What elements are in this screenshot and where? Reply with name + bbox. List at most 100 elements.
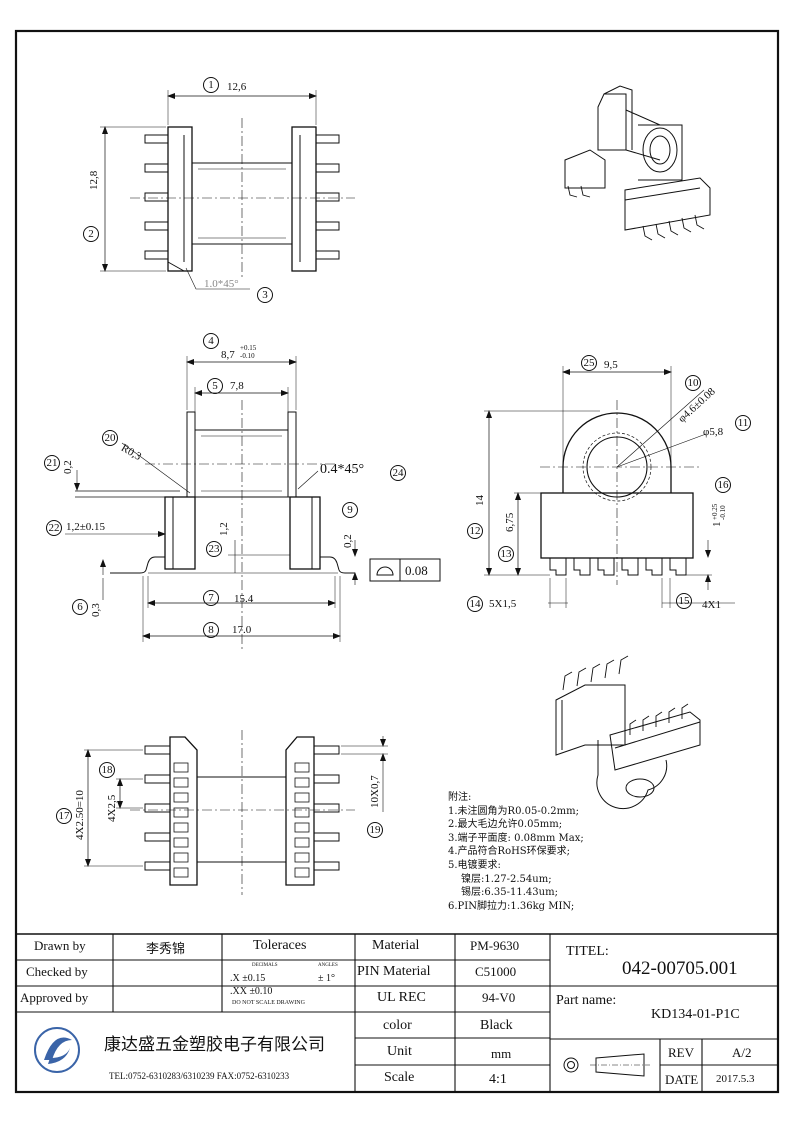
dim-1-2-tol: 1,2±0.15 [66, 521, 106, 533]
company-name: 康达盛五金塑胶电子有限公司 [104, 1035, 325, 1055]
titel-value: 042-00705.001 [622, 958, 738, 979]
approved-by-label: Approved by [20, 990, 89, 1005]
balloon-19: 19 [367, 822, 383, 838]
balloon-22: 22 [46, 520, 62, 536]
unit-label: Unit [387, 1044, 412, 1059]
scale-value: 4:1 [489, 1072, 507, 1087]
dim-0-2-right: 0,2 [342, 534, 354, 548]
projection-symbol-icon [563, 1053, 650, 1077]
rev-value: A/2 [732, 1045, 752, 1060]
do-not-scale: DO NOT SCALE DRAWING [232, 1000, 305, 1006]
balloon-23: 23 [206, 541, 222, 557]
tol-angle: ± 1° [318, 973, 335, 984]
dim-16-tol-plus: +0.25 [711, 503, 719, 520]
dim-7-8: 7,8 [230, 380, 244, 392]
note-6: 6.PIN脚拉力:1.36kg MIN; [448, 900, 575, 912]
material-value: PM-9630 [470, 938, 520, 953]
notes-title: 附注: [448, 792, 472, 803]
company-contact: TEL:0752-6310283/6310239 FAX:0752-631023… [109, 1071, 290, 1081]
balloon-15: 15 [676, 593, 692, 609]
dim-4x2-50: 4X2.50=10 [74, 790, 86, 840]
dim-9-5: 9,5 [604, 359, 618, 371]
dim-4x2-5: 4X2,5 [106, 794, 118, 822]
balloon-11: 11 [735, 415, 751, 431]
tol-x: .X ±0.15 [230, 973, 266, 984]
dim-4x1: 4X1 [702, 599, 721, 611]
dim-8-7-tol-minus: -0.10 [240, 352, 255, 360]
front-view [65, 356, 441, 650]
balloon-25: 25 [581, 355, 597, 371]
tolerances-label: Toleraces [253, 938, 307, 953]
unit-value: mm [491, 1046, 512, 1061]
note-4: 4.产品符合RoHS环保要求; [448, 846, 571, 858]
date-label: DATE [665, 1072, 699, 1087]
pin-material-value: C51000 [475, 964, 517, 979]
dim-0-3: 0,3 [90, 603, 102, 617]
dim-14: 14 [474, 495, 486, 506]
dim-5x1-5: 5X1,5 [489, 598, 517, 610]
sheet-border [14, 29, 780, 1094]
side-view [484, 366, 735, 608]
bottom-view [84, 730, 388, 895]
titel-label: TITEL: [566, 944, 609, 959]
dim-17-0: 17.0 [232, 624, 252, 636]
dim-12-6: 12,6 [227, 81, 247, 93]
balloon-1: 1 [203, 77, 219, 93]
ul-label: UL REC [377, 990, 426, 1005]
dim-8-7-tol-plus: +0.15 [240, 344, 257, 352]
material-label: Material [372, 938, 420, 953]
dim-0-2-left: 0,2 [62, 460, 74, 474]
rev-label: REV [668, 1045, 694, 1060]
dim-6-75: 6,75 [504, 512, 516, 532]
balloon-14: 14 [467, 596, 483, 612]
scale-label: Scale [384, 1070, 415, 1085]
title-block-grid [16, 933, 778, 1092]
note-5-tin: 锡层:6.35-11.43um; [461, 887, 558, 899]
drawn-by-value: 李秀锦 [146, 942, 186, 957]
notes-block: 附注: 1.未注圆角为R0.05-0.2mm; 2.最大毛边允许0.05mm; … [448, 791, 584, 913]
part-name-label: Part name: [556, 993, 617, 1008]
balloon-9: 9 [342, 502, 358, 518]
flatness-value: 0.08 [405, 563, 428, 578]
company-logo-icon [34, 1027, 80, 1073]
dim-8-7: 8,7 [221, 349, 235, 361]
dim-1-2: 1,2 [218, 522, 230, 536]
balloon-6: 6 [72, 599, 88, 615]
balloon-7: 7 [203, 590, 219, 606]
balloon-10: 10 [685, 375, 701, 391]
dim-10x0-7: 10X0,7 [369, 775, 381, 808]
note-5-nickel: 镍层:1.27-2.54um; [461, 873, 552, 885]
ul-value: 94-V0 [482, 990, 516, 1005]
balloon-2: 2 [83, 226, 99, 242]
date-value: 2017.5.3 [716, 1073, 755, 1085]
note-2: 2.最大毛边允许0.05mm; [448, 819, 563, 831]
drawn-by-label: Drawn by [34, 938, 86, 953]
tol-decimals-header: DECIMALS [252, 963, 278, 968]
color-value: Black [480, 1018, 513, 1033]
balloon-24: 24 [390, 465, 406, 481]
balloon-3: 3 [257, 287, 273, 303]
isometric-view-top [564, 85, 711, 241]
note-1: 1.未注圆角为R0.05-0.2mm; [448, 805, 579, 817]
balloon-18: 18 [99, 762, 115, 778]
balloon-13: 13 [498, 546, 514, 562]
balloon-17: 17 [56, 808, 72, 824]
dim-16-tol-minus: -0.10 [719, 505, 727, 520]
tol-angles-header: ANGLES [318, 963, 338, 968]
dim-15-4: 15.4 [234, 593, 254, 605]
balloon-4: 4 [203, 333, 219, 349]
tol-xx: .XX ±0.10 [230, 986, 273, 997]
color-label: color [383, 1018, 412, 1033]
note-5: 5.电镀要求: [448, 859, 501, 871]
balloon-12: 12 [467, 523, 483, 539]
dim-chamfer-2: 0.4*45° [320, 462, 365, 477]
isometric-view-bottom [555, 655, 701, 810]
checked-by-label: Checked by [26, 964, 88, 979]
balloon-20: 20 [102, 430, 118, 446]
dim-chamfer-1: 1.0*45° [204, 278, 239, 290]
dim-12-8: 12,8 [88, 170, 100, 190]
balloon-21: 21 [44, 455, 60, 471]
balloon-5: 5 [207, 378, 223, 394]
pin-material-label: PIN Material [357, 964, 431, 979]
